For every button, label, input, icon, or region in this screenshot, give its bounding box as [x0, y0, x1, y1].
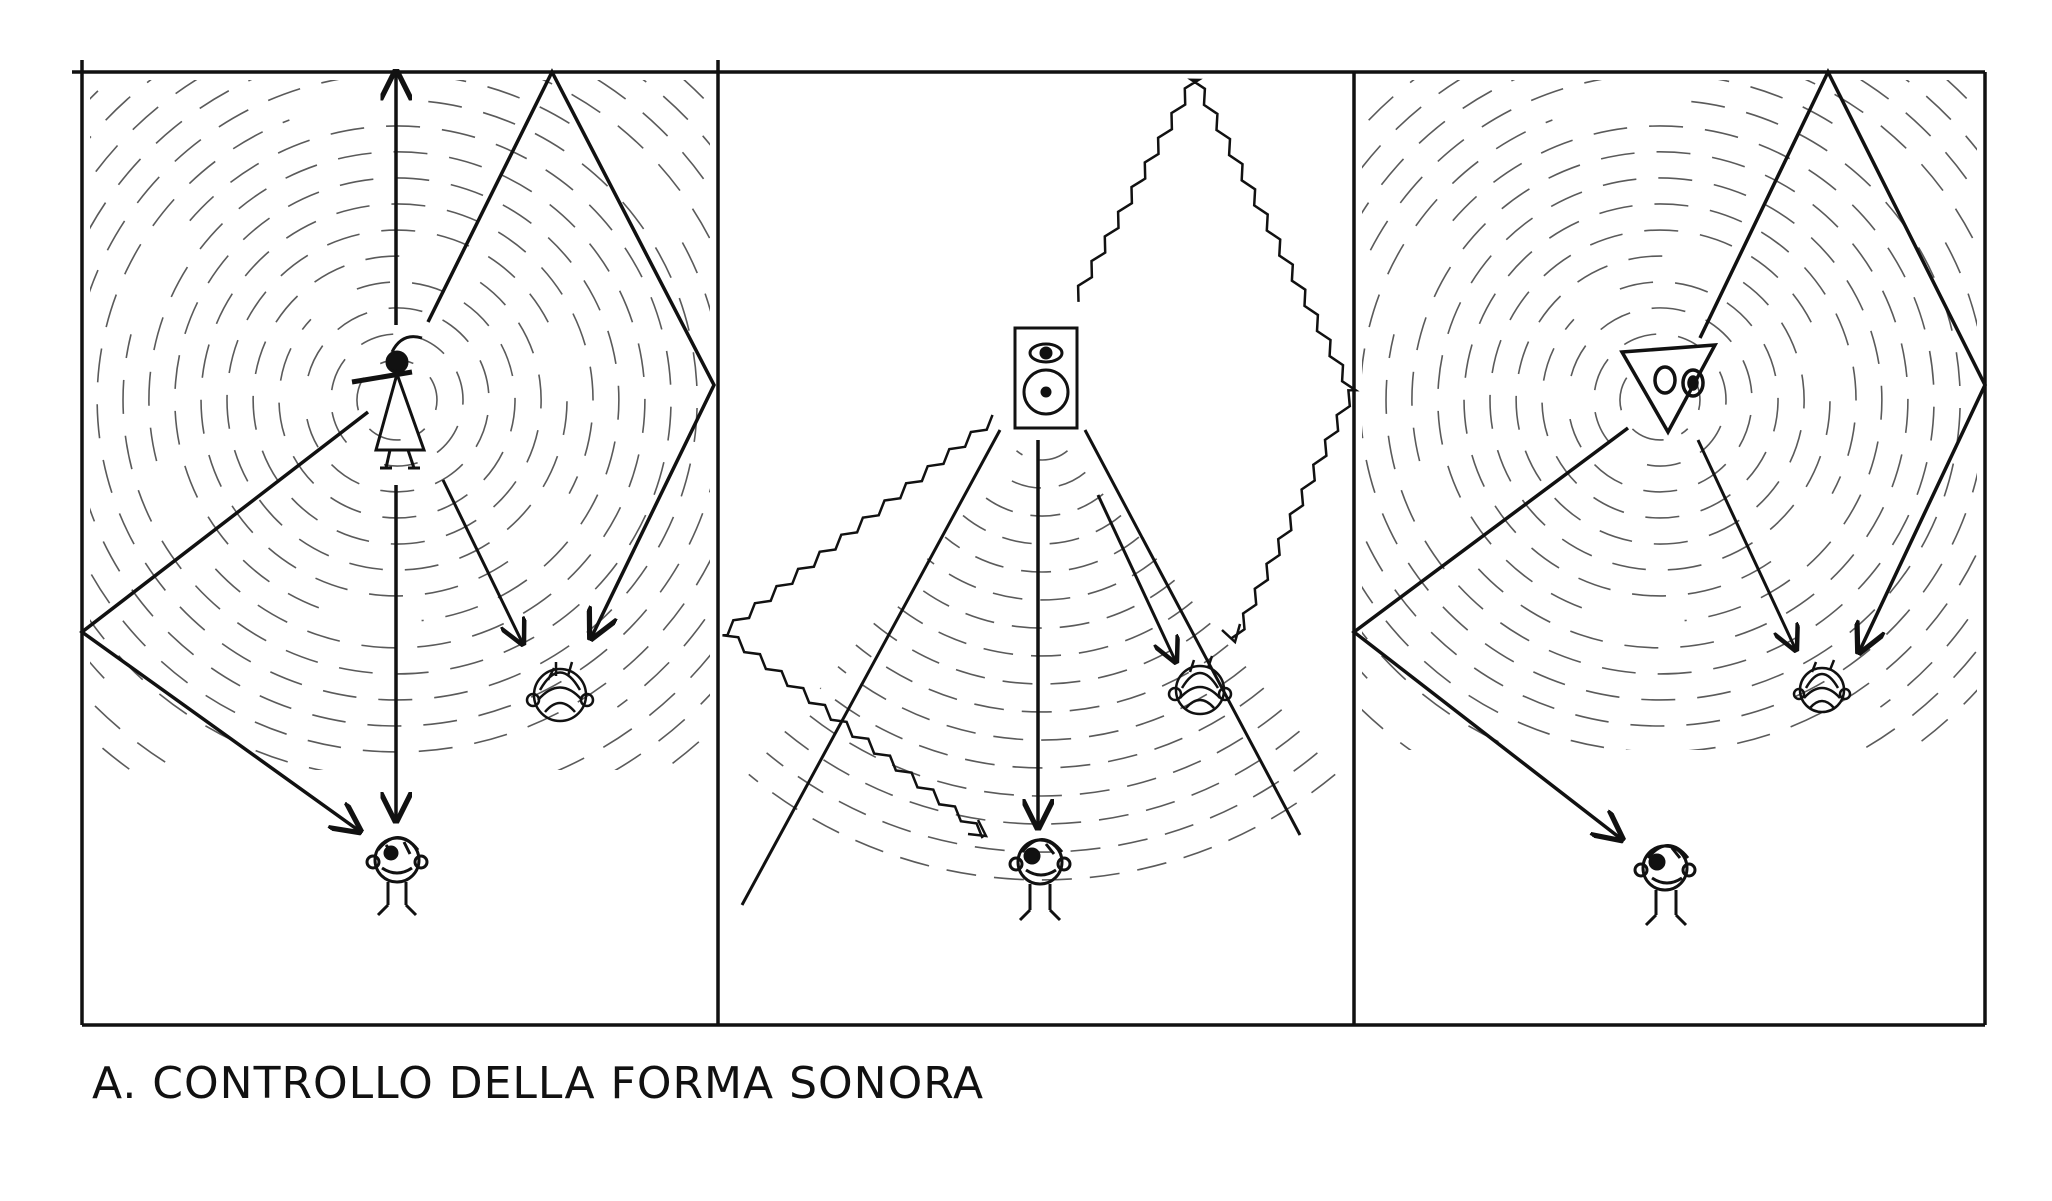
beam-edges	[742, 430, 1300, 905]
direct-sound-arrow	[1698, 440, 1795, 648]
beam-arc	[1017, 451, 1068, 460]
figure-caption: A. CONTROLLO DELLA FORMA SONORA	[92, 1058, 984, 1109]
listener-front-icon	[367, 838, 427, 916]
beam-arc	[927, 559, 1156, 600]
hatch-arc	[1239, 0, 2052, 830]
reflection-path-left	[82, 412, 368, 830]
beam-arc	[981, 494, 1103, 516]
hatch-arc	[0, 0, 853, 856]
listener-front-icon	[1635, 846, 1695, 926]
hatch-arc	[0, 0, 827, 830]
reflection-path-right	[428, 72, 714, 636]
beam-arc	[892, 602, 1193, 656]
panel-2	[723, 80, 1356, 920]
hatch-arc	[0, 0, 801, 804]
direct-sound-diagonal-arrow	[443, 480, 522, 642]
beam-arc	[945, 537, 1139, 572]
sound-field-hatching	[1239, 0, 2052, 830]
flute-player-icon	[352, 337, 424, 468]
beam-arc	[999, 472, 1086, 488]
beam-arc	[963, 516, 1121, 544]
panel-3	[1239, 0, 2052, 925]
beam-arc	[749, 774, 1335, 880]
wavy-path-right	[1078, 80, 1356, 639]
beam-arc	[838, 667, 1246, 740]
listener-back-icon	[527, 662, 593, 721]
sound-field-hatching	[0, 0, 853, 856]
reflection-path-left	[1354, 428, 1628, 838]
speaker-icon	[1015, 328, 1077, 428]
sound-beam-hatching	[749, 451, 1335, 880]
beam-arc	[874, 623, 1211, 684]
hatch-arc	[307, 308, 489, 492]
panel-1	[0, 0, 853, 915]
triangle-speaker-icon	[1622, 345, 1715, 432]
beam-arc	[909, 580, 1174, 628]
listener-back-icon	[1794, 660, 1850, 712]
beam-arc	[785, 731, 1300, 824]
arrowhead	[1222, 624, 1240, 642]
wavy-path-left	[723, 415, 993, 838]
